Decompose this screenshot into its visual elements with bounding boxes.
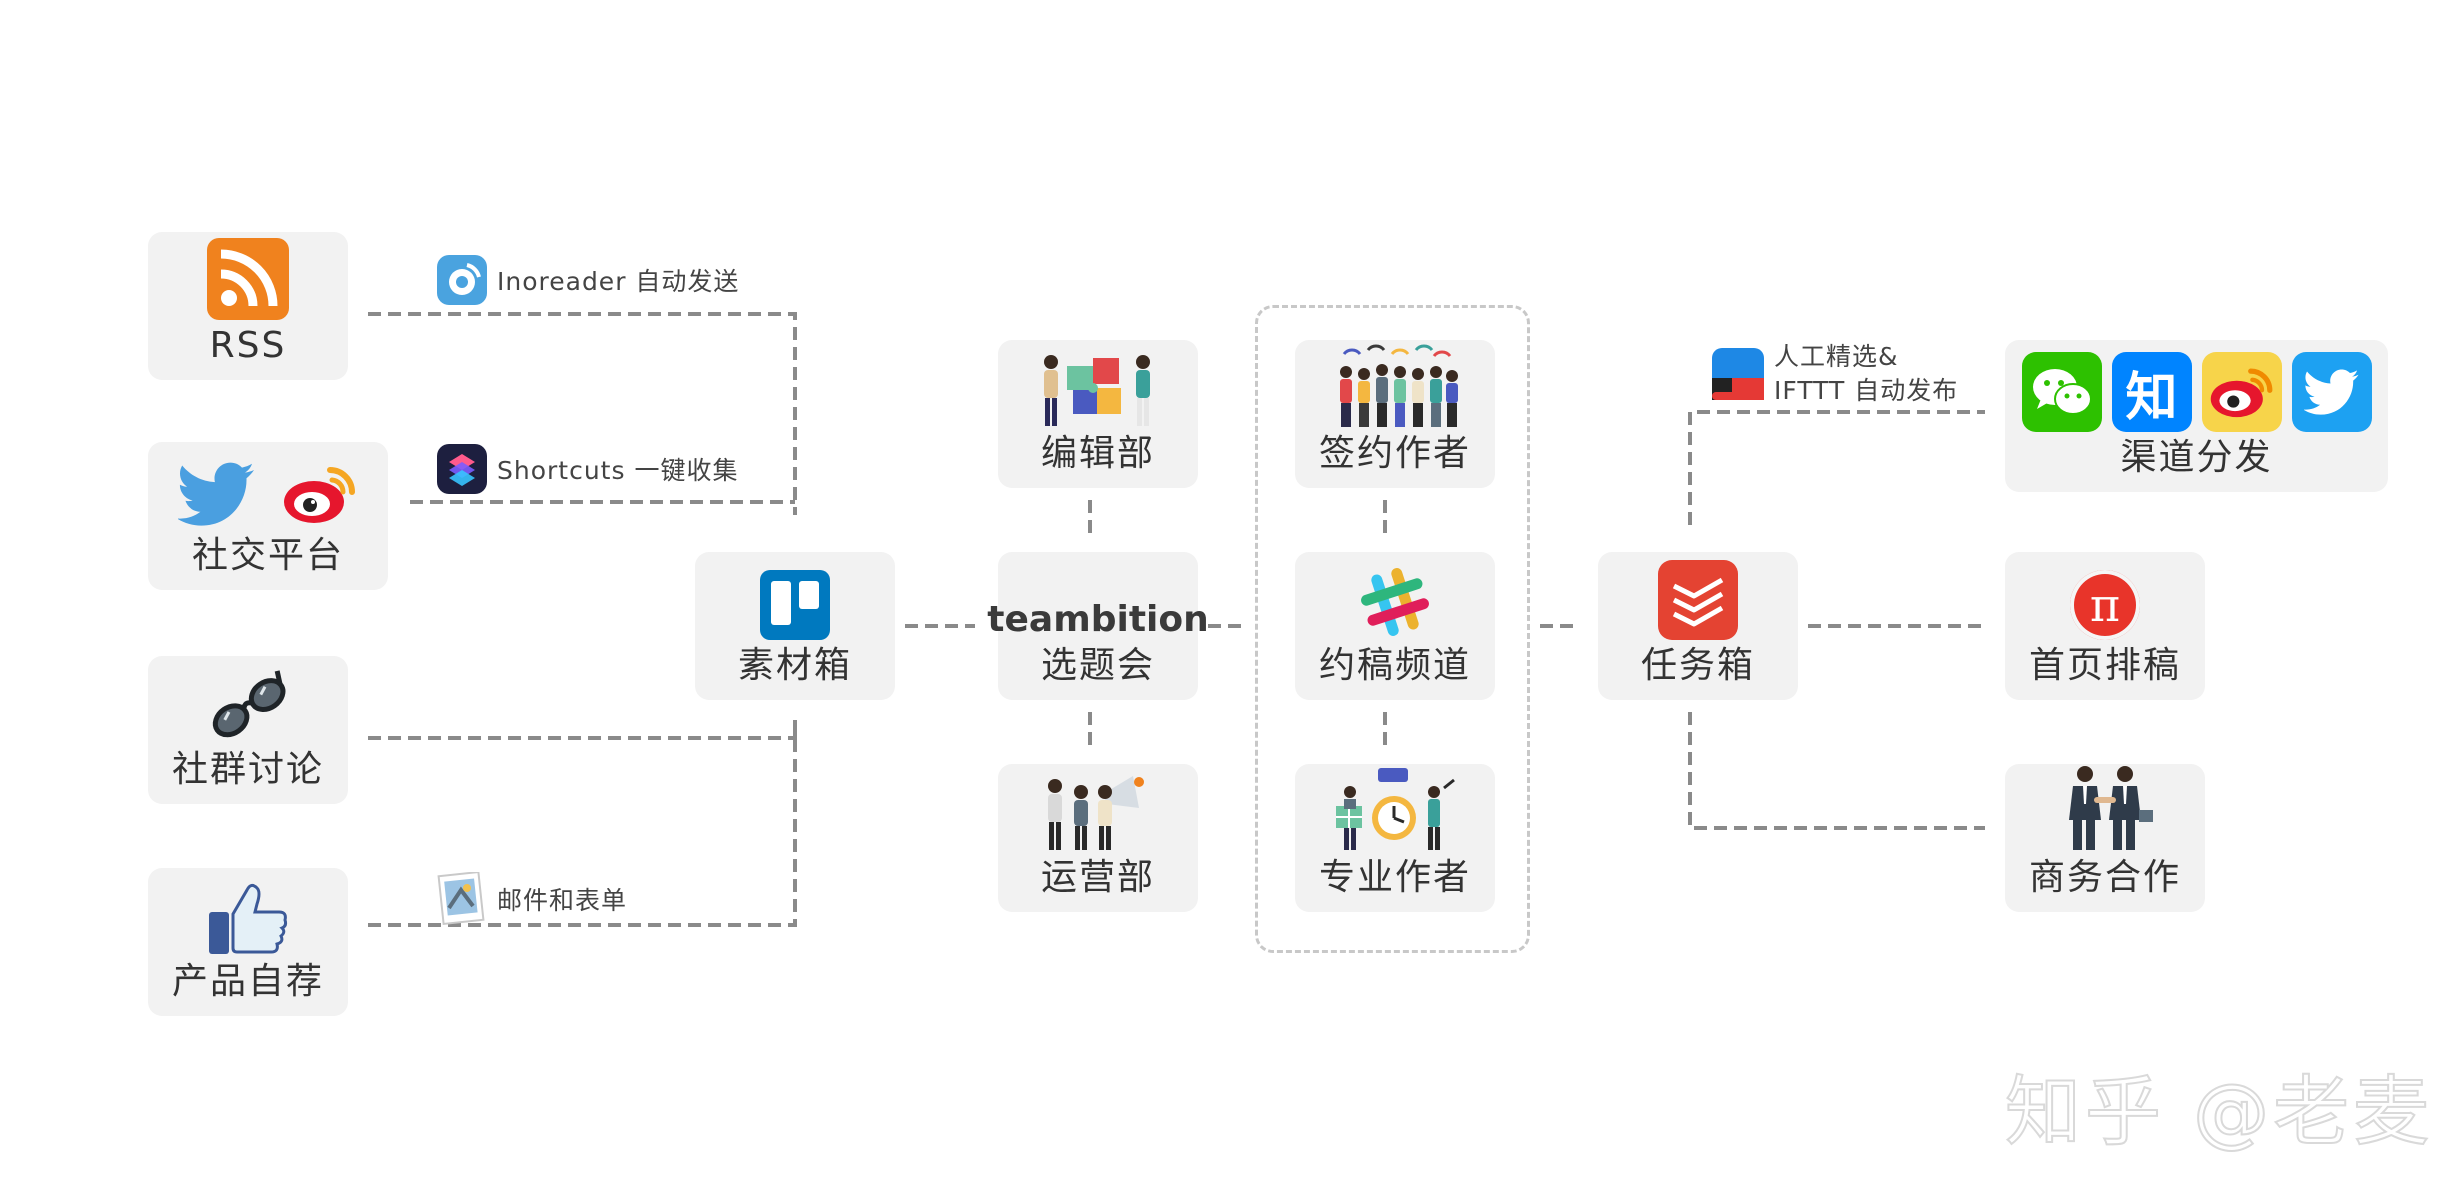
handshake-icon: [2055, 764, 2155, 852]
slack-icon: [1357, 564, 1433, 640]
ifttt-icon: [1712, 348, 1764, 400]
mail-icon: [437, 872, 487, 926]
glasses-icon: [204, 668, 292, 744]
todoist-icon: [1658, 560, 1738, 640]
channel-mail: 邮件和表单: [437, 872, 627, 926]
output-business[interactable]: 商务合作: [2005, 764, 2205, 912]
twitter-icon: [176, 462, 256, 530]
author-pro[interactable]: 专业作者: [1295, 764, 1495, 912]
weibo-icon: [2201, 352, 2282, 432]
output-label: 渠道分发: [2120, 437, 2273, 478]
meeting-topic[interactable]: teambition 选题会: [987, 552, 1209, 700]
line-product: [368, 720, 797, 927]
source-label: RSS: [209, 325, 287, 366]
output-label: 商务合作: [2028, 857, 2181, 898]
zhihu-icon: 知: [2111, 352, 2192, 432]
source-label: 产品自荐: [171, 961, 324, 1002]
pi-icon: π: [2070, 570, 2140, 640]
output-homepage[interactable]: π 首页排稿: [2005, 552, 2205, 700]
source-social[interactable]: 社交平台: [148, 442, 388, 590]
thumbs-up-icon: [207, 882, 289, 956]
source-product[interactable]: 产品自荐: [148, 868, 348, 1016]
weibo-icon: [282, 462, 358, 530]
authors-group-box: [1255, 305, 1530, 953]
watermark: 知乎 @老麦: [2004, 1066, 2434, 1157]
crowd-wifi-icon: [1330, 342, 1460, 428]
wechat-icon: [2021, 352, 2102, 432]
inoreader-icon: [437, 255, 487, 305]
dept-label: 运营部: [1040, 857, 1155, 898]
source-label: 社群讨论: [171, 749, 324, 790]
channel-text: Shortcuts 一键收集: [497, 456, 739, 485]
task-label: 任务箱: [1640, 645, 1755, 686]
twitter-icon: [2291, 352, 2372, 432]
author-label: 专业作者: [1318, 857, 1471, 898]
hub-label: 素材箱: [737, 645, 852, 686]
line-task-business: [1688, 712, 1985, 830]
author-signed[interactable]: 签约作者: [1295, 340, 1495, 488]
shortcuts-icon: [437, 444, 487, 494]
channel-shortcuts: Shortcuts 一键收集: [437, 444, 738, 494]
line-rss: [368, 312, 797, 515]
channel-text: Inoreader 自动发送: [497, 267, 740, 296]
author-label: 约稿频道: [1318, 645, 1471, 686]
line-task-distribution: [1688, 410, 1985, 525]
author-label: 签约作者: [1318, 433, 1471, 474]
output-label: 首页排稿: [2028, 645, 2181, 686]
puzzle-team-icon: [1033, 348, 1163, 428]
clock-team-icon: [1330, 766, 1460, 852]
source-rss[interactable]: RSS: [148, 232, 348, 380]
publish-note-line2: IFTTT 自动发布: [1774, 376, 1959, 405]
hub-material-box[interactable]: 素材箱: [695, 552, 895, 700]
meeting-label: 选题会: [1040, 645, 1155, 686]
publish-note: 人工精选& IFTTT 自动发布: [1712, 340, 1958, 408]
channel-inoreader: Inoreader 自动发送: [437, 255, 739, 305]
channel-text: 邮件和表单: [497, 886, 628, 915]
output-distribution[interactable]: 知 渠道分发: [2005, 340, 2388, 492]
dept-editorial[interactable]: 编辑部: [998, 340, 1198, 488]
author-channel[interactable]: 约稿频道: [1295, 552, 1495, 700]
megaphone-team-icon: [1033, 768, 1163, 852]
teambition-logo: teambition: [987, 599, 1209, 640]
publish-note-line1: 人工精选&: [1774, 342, 1899, 371]
dept-operations[interactable]: 运营部: [998, 764, 1198, 912]
zhihu-char: 知: [2125, 367, 2178, 428]
pi-char: π: [2089, 578, 2121, 632]
trello-icon: [760, 570, 830, 640]
task-box[interactable]: 任务箱: [1598, 552, 1798, 700]
source-label: 社交平台: [191, 535, 344, 576]
rss-icon: [207, 238, 289, 320]
line-community: [368, 720, 797, 740]
source-community[interactable]: 社群讨论: [148, 656, 348, 804]
dept-label: 编辑部: [1040, 433, 1155, 474]
